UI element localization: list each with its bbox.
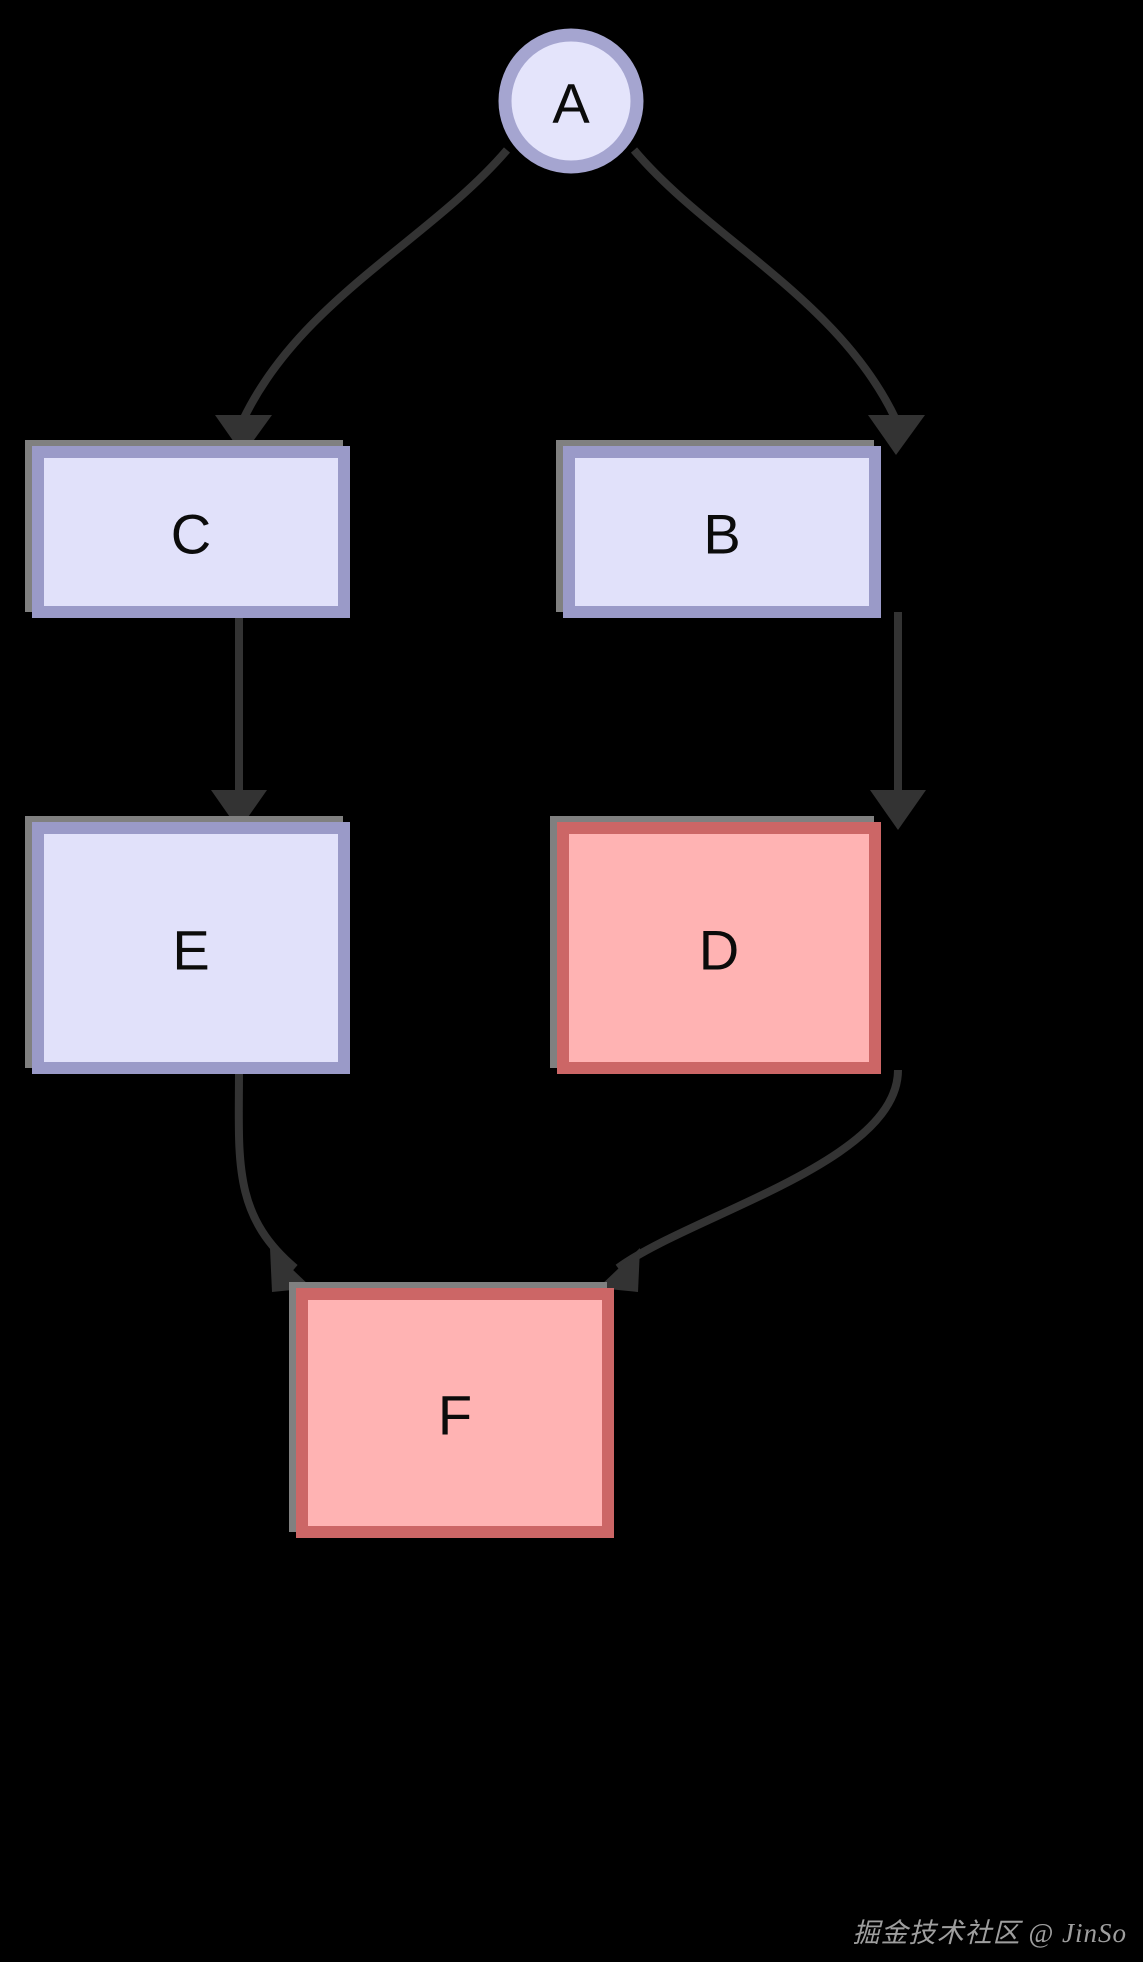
node-b-label: B (703, 503, 740, 566)
edge-e-to-f-path (234, 1069, 298, 1272)
edge-e-to-f[interactable] (234, 1069, 312, 1292)
edge-e-to-f-arrowhead (270, 1248, 312, 1292)
edge-d-to-f[interactable] (598, 1069, 902, 1292)
edge-b-to-d[interactable] (870, 612, 926, 830)
node-layer: C B E D (25, 28, 881, 1538)
node-c-box (32, 446, 350, 618)
edge-a-to-c-path (239, 147, 511, 422)
node-e-box (32, 822, 350, 1074)
edge-a-to-b[interactable] (630, 147, 925, 455)
edge-d-to-f-arrowhead (598, 1248, 640, 1292)
edge-d-to-f-path (615, 1069, 902, 1272)
node-d-label: D (699, 919, 739, 982)
node-a-circle (498, 28, 644, 174)
node-b-box (563, 446, 881, 618)
node-a-label: A (552, 72, 590, 135)
edge-b-to-d-arrowhead (870, 790, 926, 830)
node-d-box (557, 822, 881, 1074)
node-d[interactable]: D (550, 816, 881, 1074)
node-f-label: F (438, 1384, 472, 1447)
node-f-box (296, 1288, 614, 1538)
watermark-text: 掘金技术社区 @ JinSo (852, 1918, 1127, 1948)
node-f[interactable]: F (289, 1282, 614, 1538)
node-b[interactable]: B (556, 440, 881, 618)
edge-layer (211, 147, 926, 1292)
node-a[interactable]: A (498, 28, 644, 174)
edge-c-to-e-arrowhead (211, 790, 267, 830)
node-e-label: E (172, 919, 209, 982)
edge-a-to-c[interactable] (215, 147, 511, 455)
edge-c-to-e[interactable] (211, 612, 267, 830)
edge-a-to-c-arrowhead (215, 415, 272, 455)
node-c[interactable]: C (25, 440, 350, 618)
node-c-label: C (171, 503, 211, 566)
edge-a-to-b-arrowhead (868, 415, 925, 455)
edge-a-to-b-path (630, 147, 900, 422)
node-e[interactable]: E (25, 816, 350, 1074)
